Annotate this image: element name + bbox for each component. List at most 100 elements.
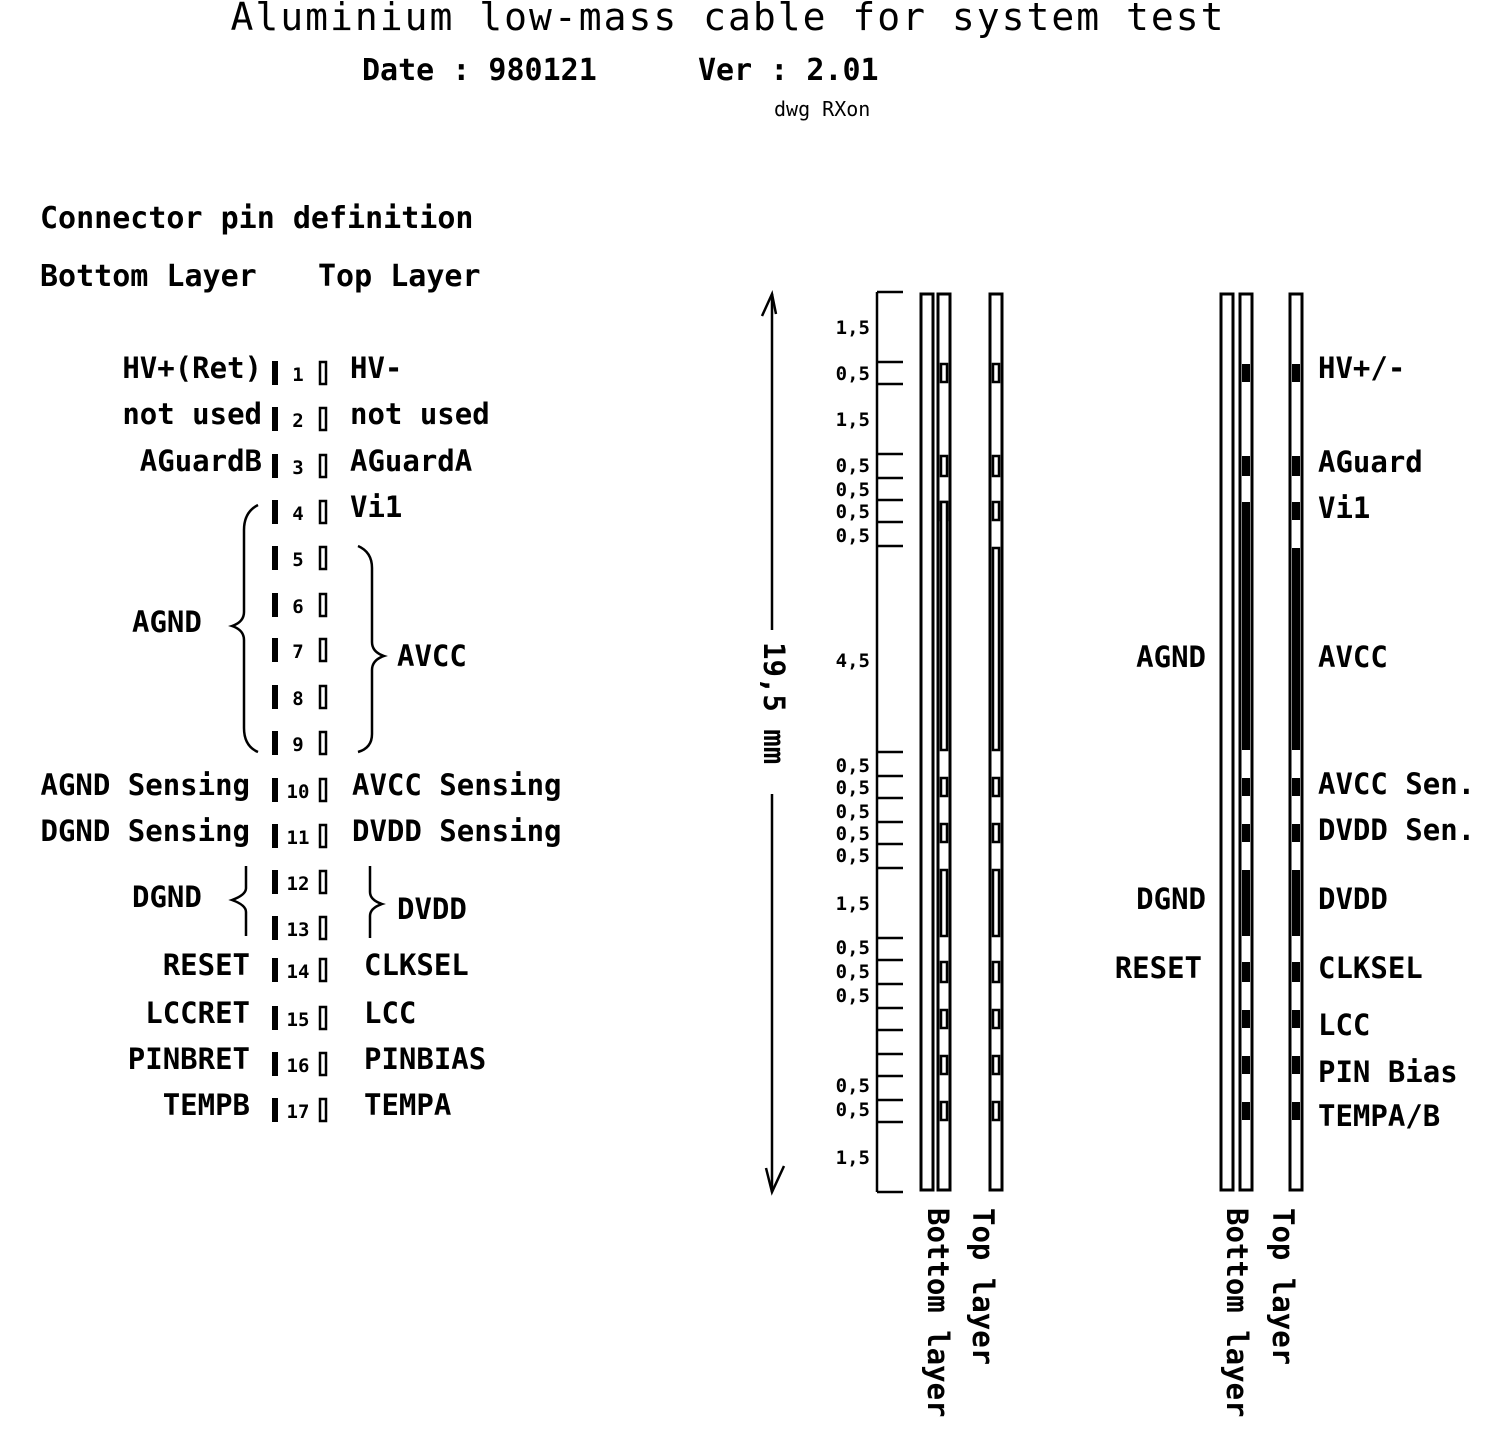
connector-pin-row: 13: [272, 915, 328, 941]
pin-top-signal: HV-: [350, 351, 402, 385]
top-conductor: [1292, 364, 1300, 382]
cable-layer-overview: [1219, 292, 1304, 1192]
pin-number: 15: [287, 1009, 310, 1031]
bottom-layer-heading: Bottom Layer: [40, 259, 257, 294]
top-contact: [318, 823, 328, 849]
bottom-contact: [272, 870, 278, 894]
overview-label-lcc: LCC: [1318, 1008, 1370, 1042]
cable-strip-outline: [919, 292, 935, 1192]
pin-number: 8: [292, 688, 303, 710]
overview-label-dgnd: DGND: [1136, 882, 1206, 916]
top-contact: [318, 1097, 328, 1123]
bottom-contact: [272, 1098, 278, 1122]
bottom-conductor: [1242, 778, 1250, 796]
pin-number: 3: [292, 457, 303, 479]
top-conductor: [1292, 548, 1300, 750]
top-conductor: [1292, 778, 1300, 796]
bottom-contact: [272, 593, 278, 617]
cable-strip-outline: [1219, 292, 1235, 1192]
bottom-contact: [272, 454, 278, 478]
pin-top-signal: TEMPA: [364, 1088, 451, 1122]
top-contact: [318, 406, 328, 432]
bottom-contact: [272, 407, 278, 431]
pin-bottom-signal: LCCRET: [145, 996, 250, 1030]
connector-pin-row: 7: [272, 637, 328, 663]
top-conductor: [991, 500, 1001, 522]
bottom-conductor: [939, 822, 949, 844]
top-contact: [318, 777, 328, 803]
pin-number: 17: [287, 1101, 310, 1123]
bottom-contact: [272, 958, 278, 982]
connector-pin-row: 5: [272, 545, 328, 571]
dimension-label: 0,5: [836, 363, 870, 385]
bottom-contact: [272, 1006, 278, 1030]
pin-bottom-signal: RESET: [163, 948, 250, 982]
bottom-contact: [272, 916, 278, 940]
dimension-label: 0,5: [836, 455, 870, 477]
top-layer-label-left: Top layer: [966, 1208, 1000, 1365]
connector-pin-row: 8: [272, 684, 328, 710]
bottom-contact: [272, 638, 278, 662]
bottom-contact: [272, 778, 278, 802]
pin-number: 14: [287, 961, 310, 983]
top-conductor: [1292, 1010, 1300, 1028]
total-width-dimension: [760, 289, 786, 1196]
total-width-label: 19,5 mm: [757, 642, 791, 764]
bottom-layer-label-left: Bottom layer: [921, 1208, 955, 1418]
dimension-label: 1,5: [836, 893, 870, 915]
bottom-conductor: [1242, 824, 1250, 842]
pin-top-signal: PINBIAS: [364, 1042, 486, 1076]
pin-number: 11: [287, 827, 310, 849]
pin-number: 10: [287, 781, 310, 803]
bottom-conductor: [1242, 364, 1250, 382]
bottom-contact: [272, 361, 278, 385]
bottom-conductor: [939, 960, 949, 984]
pin-number: 4: [292, 503, 303, 525]
dimension-label: 1,5: [836, 409, 870, 431]
connector-pin-row: 9: [272, 730, 328, 756]
top-contact: [318, 1005, 328, 1031]
dimension-label: 0,5: [836, 801, 870, 823]
avcc-brace: [357, 544, 388, 754]
dimension-label: 1,5: [836, 317, 870, 339]
pin-number: 9: [292, 734, 303, 756]
overview-label-dvdd-sen: DVDD Sen.: [1318, 813, 1475, 847]
top-contact: [318, 730, 328, 756]
dimension-label: 1,5: [836, 1147, 870, 1169]
overview-label-dvdd: DVDD: [1318, 882, 1388, 916]
top-contact: [318, 360, 328, 386]
dimension-label: 0,5: [836, 525, 870, 547]
bottom-conductor: [939, 1008, 949, 1030]
pin-bottom-signal: not used: [122, 397, 262, 431]
bottom-conductor: [939, 1054, 949, 1076]
drawing-version: Ver : 2.01: [698, 53, 879, 88]
pin-top-signal: Vi1: [350, 490, 402, 524]
dgnd-brace: [228, 866, 248, 936]
pin-number: 5: [292, 549, 303, 571]
top-conductor: [991, 1100, 1001, 1122]
top-conductor: [1292, 1056, 1300, 1074]
bottom-conductor: [1242, 962, 1250, 982]
dimension-label: 0,5: [836, 501, 870, 523]
bottom-layer-label-right: Bottom layer: [1220, 1208, 1254, 1418]
top-contact: [318, 684, 328, 710]
top-layer-heading: Top Layer: [318, 259, 481, 294]
bottom-conductor: [939, 868, 949, 938]
pin-number: 16: [287, 1055, 310, 1077]
agnd-brace: [228, 503, 259, 754]
pin-number: 7: [292, 641, 303, 663]
pin-top-signal: LCC: [364, 996, 416, 1030]
pin-bottom-signal: DGND Sensing: [40, 814, 250, 848]
overview-label-agnd: AGND: [1136, 640, 1206, 674]
top-conductor: [1292, 1102, 1300, 1120]
top-contact: [318, 499, 328, 525]
top-conductor: [991, 776, 1001, 798]
dvdd-group-label: DVDD: [397, 892, 467, 926]
dimension-label: 0,5: [836, 777, 870, 799]
bottom-conductor: [939, 500, 949, 752]
drawing-date: Date : 980121: [362, 53, 597, 88]
